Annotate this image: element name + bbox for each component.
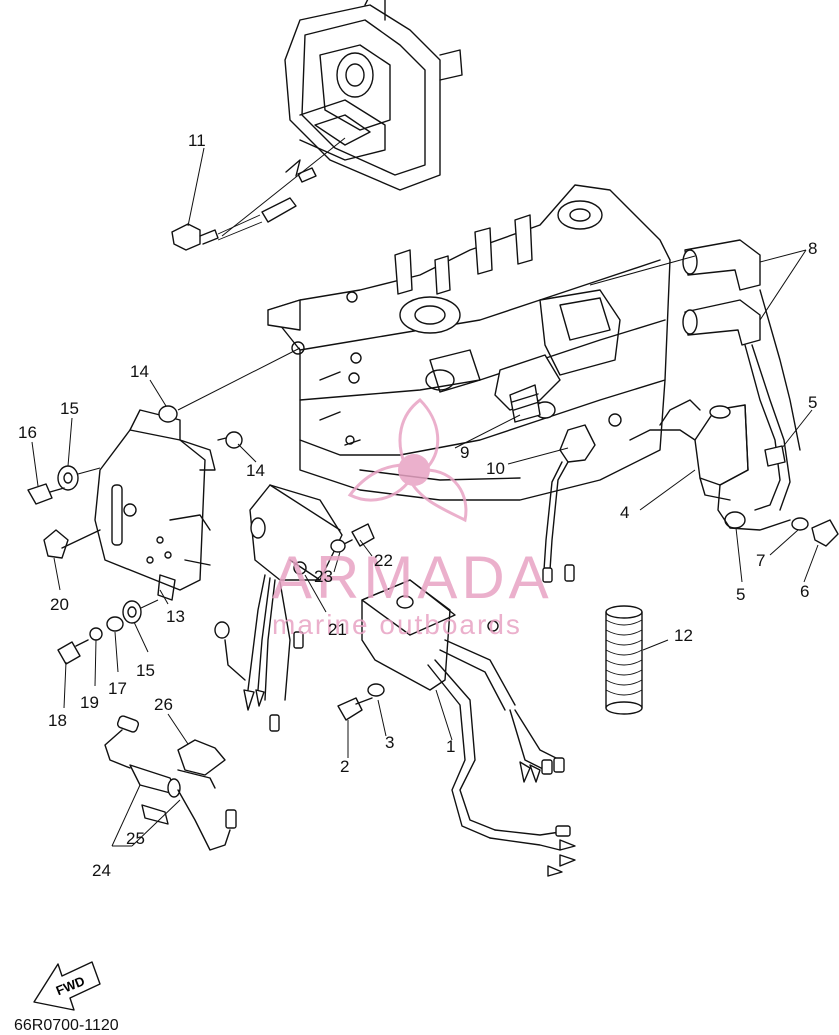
callout-7: 7 <box>756 551 765 570</box>
part-6-7-bolt-washer <box>791 517 839 547</box>
part-15-16-hardware-upper <box>27 465 101 505</box>
callout-9: 9 <box>460 443 469 462</box>
callout-22: 22 <box>374 551 393 570</box>
callout-5-upper: 5 <box>808 393 817 412</box>
callout-5-lower: 5 <box>736 585 745 604</box>
callout-3: 3 <box>385 733 394 752</box>
callout-24: 24 <box>92 861 111 880</box>
parts-24-25-26-lead-and-holder <box>104 715 237 851</box>
fwd-arrow: FWD <box>33 961 101 1011</box>
callout-23: 23 <box>314 567 333 586</box>
callout-25: 25 <box>126 829 145 848</box>
callout-6: 6 <box>800 582 809 601</box>
callout-8: 8 <box>808 239 817 258</box>
callout-4: 4 <box>620 503 629 522</box>
callout-17: 17 <box>108 679 127 698</box>
part-12-corrugated-tube <box>605 605 643 715</box>
callout-10: 10 <box>486 459 505 478</box>
part-2-3-bolt-washer <box>337 683 385 721</box>
part-9-sensor <box>494 354 561 423</box>
armada-watermark: ARMADA marine outboards <box>272 398 553 640</box>
engine-block-illustration <box>267 184 671 501</box>
callout-14-lower: 14 <box>246 461 265 480</box>
callout-11: 11 <box>188 131 206 150</box>
callout-13: 13 <box>166 607 185 626</box>
callout-19: 19 <box>80 693 99 712</box>
callout-1: 1 <box>446 737 455 756</box>
watermark-tagline: marine outboards <box>272 609 522 640</box>
part-10-plug-cap <box>542 424 596 583</box>
leader-lines <box>31 147 819 758</box>
callout-21: 21 <box>328 620 347 639</box>
watermark-brand: ARMADA <box>272 544 553 611</box>
callout-18: 18 <box>48 711 67 730</box>
part-22-23-bolt-washer <box>330 523 375 553</box>
callout-2: 2 <box>340 757 349 776</box>
part-4-ignition-coil <box>629 399 791 531</box>
callout-16: 16 <box>18 423 37 442</box>
diagram-code: 66R0700-1120 <box>14 1017 119 1034</box>
part-11-thermo-sensor <box>171 137 346 251</box>
cylinder-head-illustration <box>284 0 463 191</box>
callout-26: 26 <box>154 695 173 714</box>
callout-20: 20 <box>50 595 69 614</box>
callout-15-lower: 15 <box>136 661 155 680</box>
part-20-clip <box>43 529 101 559</box>
callout-15-upper: 15 <box>60 399 79 418</box>
part-21-rectifier <box>214 484 343 732</box>
callout-labels: 11 8 5 14 15 16 9 10 14 4 22 23 7 5 6 20… <box>18 131 817 880</box>
part-1-cdi-unit <box>361 579 576 877</box>
parts-15-17-18-19-hardware-lower <box>57 599 159 665</box>
callout-14-upper: 14 <box>130 362 149 381</box>
part-13-bracket <box>94 409 216 601</box>
callout-12: 12 <box>674 626 693 645</box>
part-8-spark-plug-caps <box>682 239 801 511</box>
